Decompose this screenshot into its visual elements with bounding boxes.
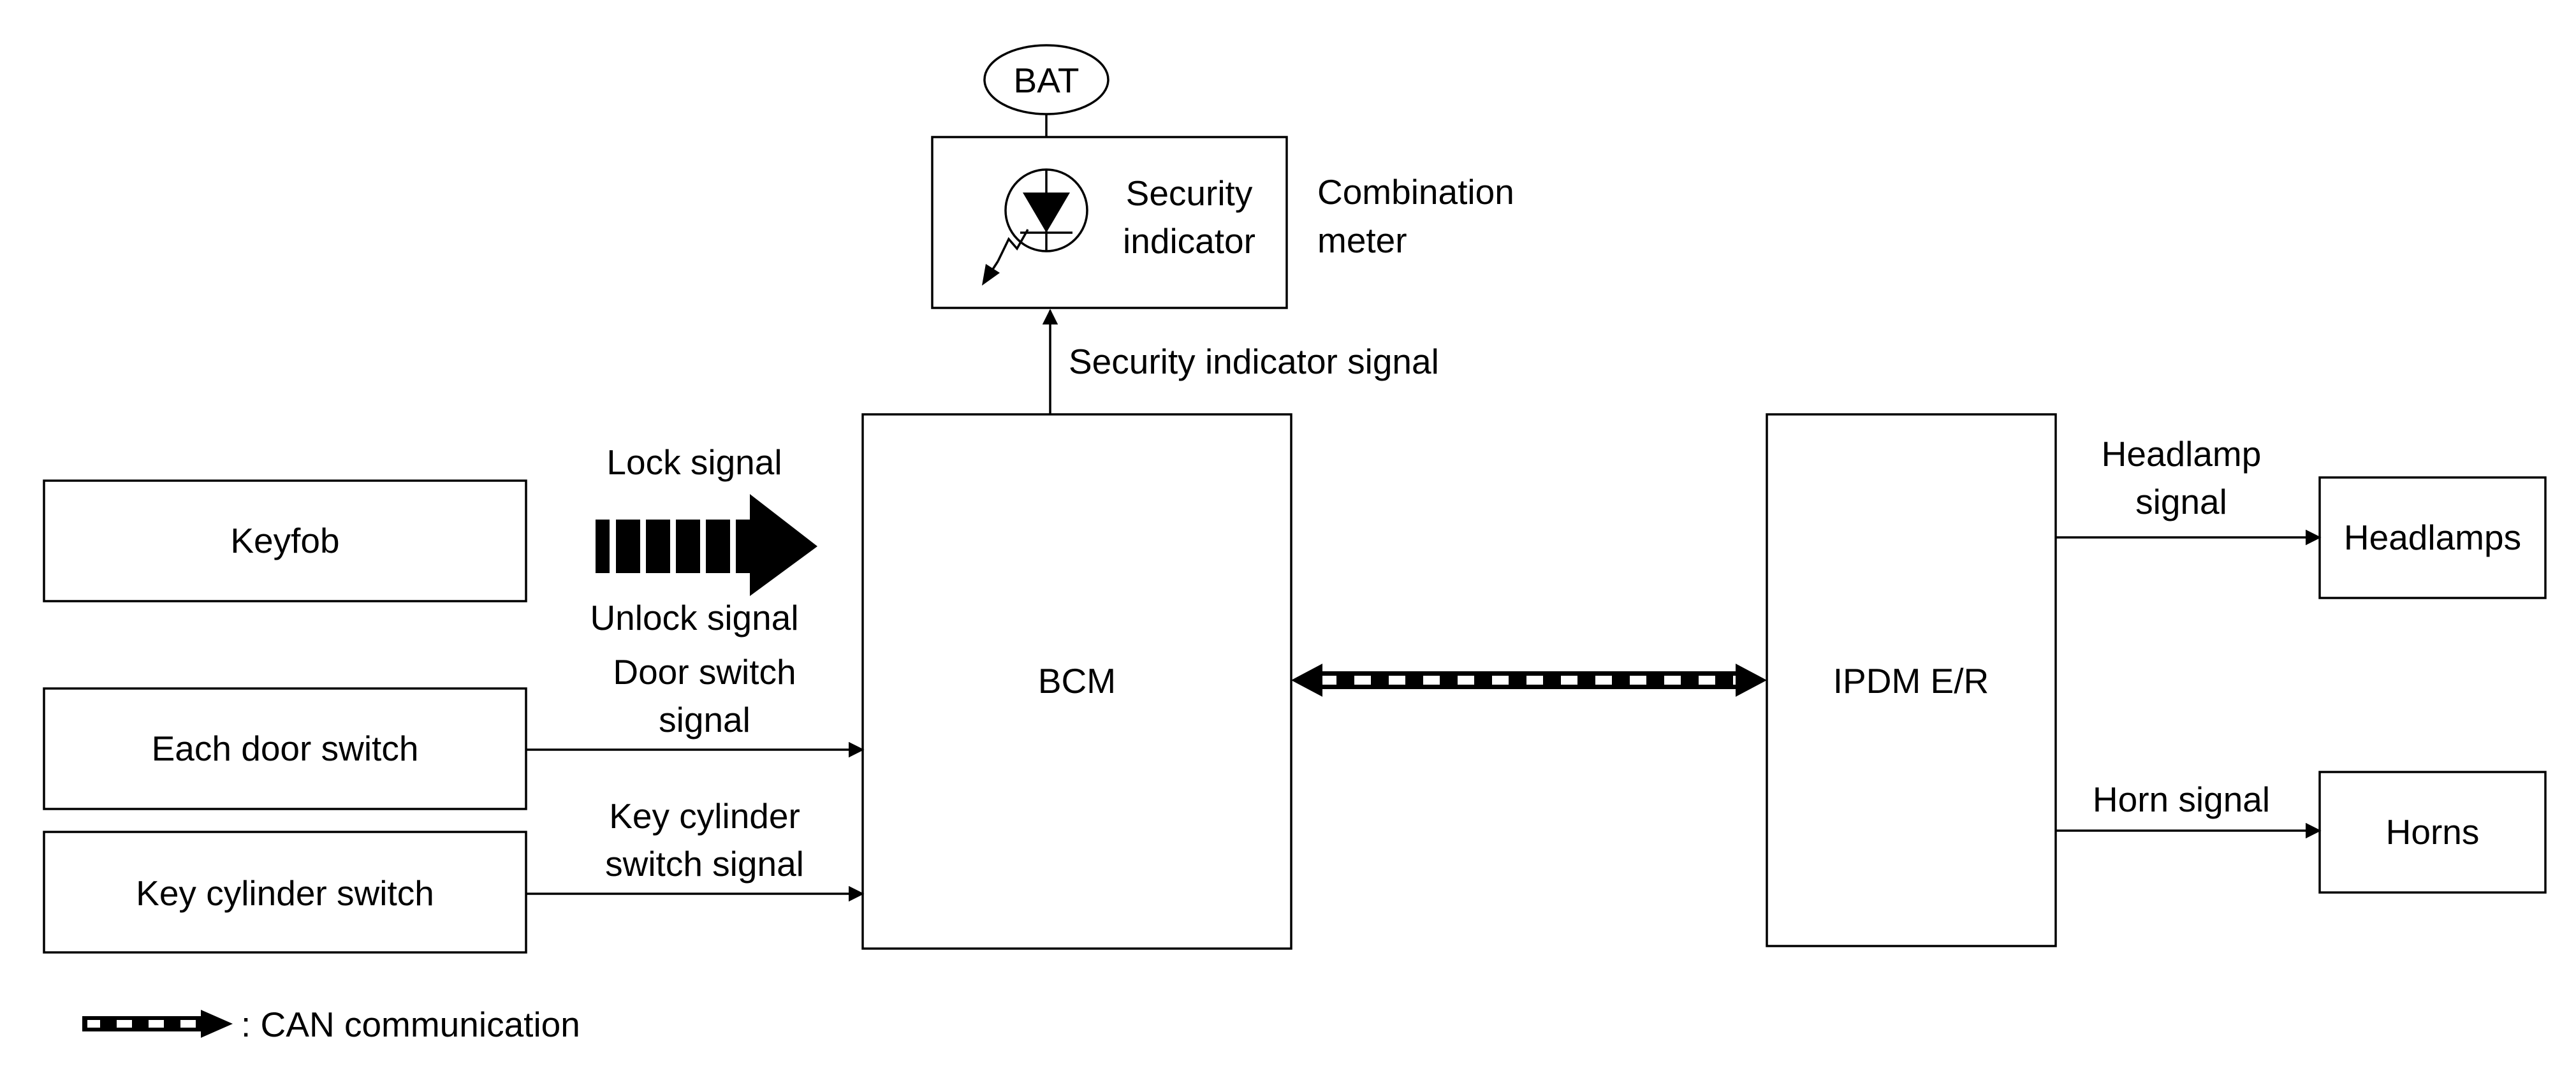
security-indicator-signal-label: Security indicator signal [1069,342,1439,381]
ipdm-box [1766,413,2057,947]
ipdm-label: IPDM E/R [1833,661,1989,701]
bat-label: BAT [1014,61,1079,100]
security-indicator-icon [982,168,1088,286]
combination-meter-label-line2: meter [1317,221,1407,260]
lock-signal-label: Lock signal [606,442,782,482]
security-indicator-label: Security [1126,173,1253,213]
headlamps-box [2318,476,2547,599]
horns-box [2318,771,2547,894]
door-switch-signal-label-line2: signal [659,700,750,739]
security-indicator-label-line2: indicator [1123,221,1255,261]
bcm-box [861,413,1292,950]
door-switch-signal-label: Door switch [613,652,796,692]
key-cylinder-switch-signal-label: Key cylinder [609,796,800,836]
can-communication-link [1291,664,1767,697]
headlamp-signal-label: Headlamp [2102,434,2262,474]
key-cylinder-switch-signal-label-line2: switch signal [605,844,804,884]
can-legend-label: : CAN communication [241,1005,580,1044]
combination-meter-label: Combination [1317,172,1514,212]
horn-signal-label: Horn signal [2093,780,2270,819]
key-cylinder-switch-label: Key cylinder switch [136,873,434,913]
headlamps-label: Headlamps [2344,518,2521,557]
keyfob-box [43,479,527,602]
keyfob-label: Keyfob [230,521,339,560]
each-door-switch-label: Each door switch [152,729,419,768]
unlock-signal-label: Unlock signal [590,598,798,637]
horns-label: Horns [2386,812,2480,852]
headlamp-signal-label-line2: signal [2135,482,2227,521]
can-legend-symbol [82,1010,233,1038]
wireless-signal-arrow [596,494,817,596]
combination-meter-box [931,136,1288,309]
bcm-label: BCM [1038,661,1116,701]
key-cylinder-switch-box [43,831,527,954]
